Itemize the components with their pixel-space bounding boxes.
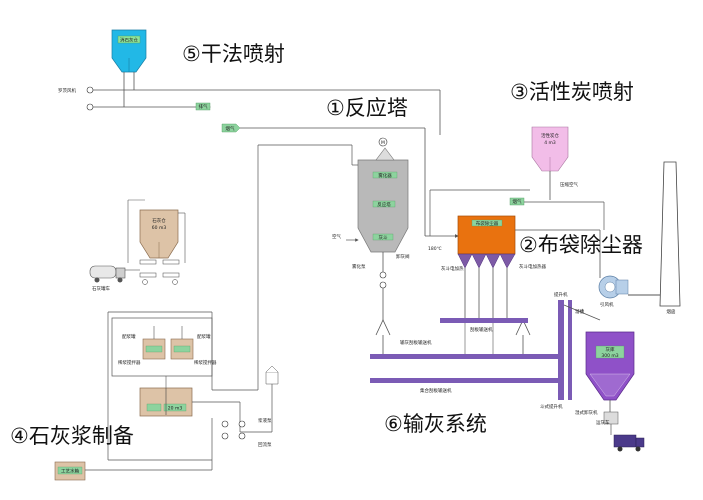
bag-filter: 布袋除尘器 灰斗电加热 灰斗电加热器 xyxy=(441,215,546,272)
bag-filter-label: 布袋除尘器 xyxy=(476,220,499,227)
slurry-tank-right-label: 配浆罐 xyxy=(197,333,211,340)
inlet-label: 烟气 xyxy=(226,125,235,132)
dry-injection-silo: 消石灰仓 xyxy=(111,29,147,80)
chimney-label: 烟囱 xyxy=(667,308,676,315)
water-tank: 工艺水箱 xyxy=(54,460,213,481)
lime-tanker: 石灰罐车 xyxy=(89,265,140,292)
slurry-stirrer-right-label: 稀浆搅拌器 xyxy=(194,359,217,366)
slurry-piping xyxy=(107,144,358,461)
title-ash-conveying: ⑥输灰系统 xyxy=(384,412,487,436)
title-activated-carbon: ③活性炭喷射 xyxy=(510,80,634,104)
title-reaction-tower: ①反应塔 xyxy=(326,96,408,120)
lime-silo-vol: 60 m3 xyxy=(152,225,167,231)
chimney: 烟囱 xyxy=(659,161,681,315)
ash-heater-label: 灰斗电加热器 xyxy=(519,263,546,270)
unloader-label: 湿式卸灰机 xyxy=(575,409,598,416)
lime-silo: 石灰仓 60 m3 xyxy=(127,199,186,263)
title-lime-slurry: ④石灰浆制备 xyxy=(10,424,134,448)
temp-label: 180℃ xyxy=(428,246,442,252)
conveyor-2-label: 输灰刮板输送机 xyxy=(400,339,432,346)
air-label: 空气 xyxy=(332,233,341,240)
flue-gas-inlet: 烟气 xyxy=(221,123,459,238)
blower-symbols: 罗茨风机 排气 xyxy=(58,86,211,111)
ash-silo-vol: 300 m3 xyxy=(601,353,618,359)
slurry-pool-vol: 20 m3 xyxy=(168,406,183,412)
fan-label: 引风机 xyxy=(600,301,614,308)
slurry-tanks: 配浆罐 配浆罐 稀浆搅拌器 稀浆搅拌器 xyxy=(118,326,217,366)
title-dry-injection: ⑤干法喷射 xyxy=(182,42,285,66)
slurry-tank-left-label: 配浆罐 xyxy=(122,333,136,340)
tower-cone-label: 灰斗 xyxy=(379,234,388,241)
scraper-conveyors: 刮板输送机 输灰刮板输送机 集合刮板输送机 xyxy=(370,318,560,394)
lime-silo-label: 石灰仓 xyxy=(152,217,166,224)
elevator-label: 提升机 xyxy=(554,291,568,298)
ash-truck: 运灰车 xyxy=(596,411,645,452)
tanker-label: 石灰罐车 xyxy=(92,285,110,292)
tower-top-label: 雾化器 xyxy=(378,172,392,179)
title-bag-filter: ②布袋除尘器 xyxy=(519,233,643,257)
blower-label: 罗茨风机 xyxy=(58,87,76,94)
carbon-silo-vol: 4 m3 xyxy=(544,140,556,146)
chute-label: 溜槽 xyxy=(575,308,584,315)
reaction-tower: 雾化器 反应塔 灰斗 M 雾化泵 卸灰阀 xyxy=(352,137,410,289)
truck-label: 运灰车 xyxy=(596,419,610,426)
flow-label-b: 排气 xyxy=(199,103,208,110)
dust-heater-label: 灰斗电加热 xyxy=(441,265,464,272)
induced-draft-fan: 引风机 xyxy=(598,275,668,308)
water-tank-label: 工艺水箱 xyxy=(61,468,79,475)
slurry-stirrer-left-label: 稀浆搅拌器 xyxy=(118,359,141,366)
svg-text:M: M xyxy=(381,140,385,146)
carbon-silo-label: 活性炭仓 xyxy=(541,132,559,139)
slurry-pool: 20 m3 xyxy=(139,376,193,417)
bucket-elevator-label: 斗式提升机 xyxy=(540,403,563,410)
dry-injection-piping xyxy=(92,80,441,135)
ash-silo: 灰库 300 m3 湿式卸灰机 xyxy=(575,331,635,416)
conveyor-3-label: 集合刮板输送机 xyxy=(420,387,452,394)
return-pump-label: 回流泵 xyxy=(258,441,272,448)
tower-body-label: 反应塔 xyxy=(377,201,391,208)
dry-silo-label: 消石灰仓 xyxy=(120,37,138,44)
lime-feeders xyxy=(139,259,180,285)
discharge-label: 卸灰阀 xyxy=(396,253,410,260)
bag-filter-outlet xyxy=(464,229,601,318)
ash-silo-label: 灰库 xyxy=(606,346,615,353)
conveyor-1-label: 刮板输送机 xyxy=(470,326,493,333)
bucket-elevators: 提升机 斗式提升机 溜槽 xyxy=(540,291,601,410)
atomizer-pump-label: 雾化泵 xyxy=(352,263,366,270)
compressed-air-label: 压缩空气 xyxy=(560,181,578,188)
slurry-pumps: 浆液泵 回流泵 xyxy=(221,365,279,448)
carbon-silo: 活性炭仓 4 m3 压缩空气 烟气 xyxy=(429,126,605,236)
feed-pump-label: 浆液泵 xyxy=(258,417,272,424)
flow-label-a: 烟气 xyxy=(513,198,522,205)
air-inlet: 空气 180℃ xyxy=(332,233,442,252)
